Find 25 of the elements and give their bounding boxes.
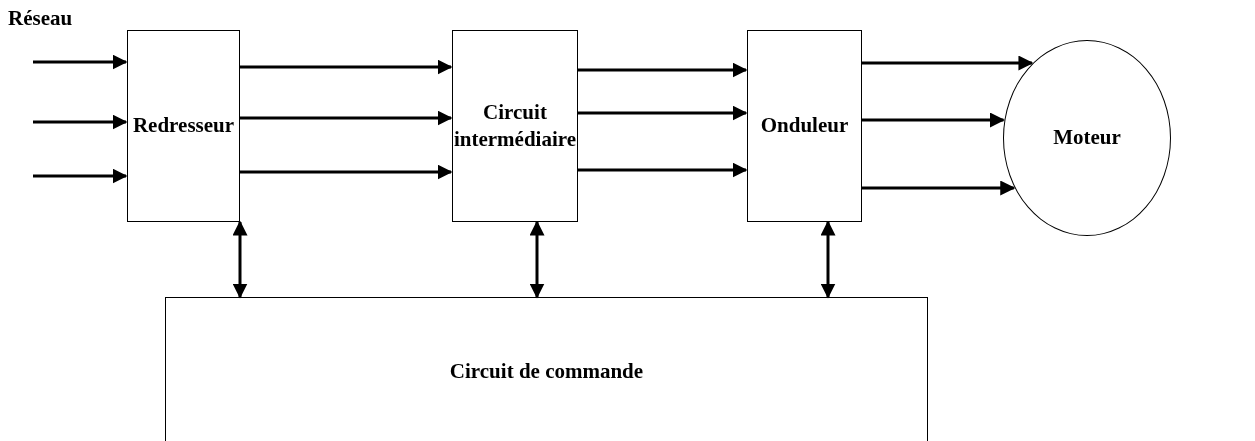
block-label: Redresseur <box>132 112 235 140</box>
input-label: Réseau <box>8 6 73 31</box>
arrow <box>232 220 248 299</box>
arrow <box>33 168 128 184</box>
block-box <box>127 30 240 222</box>
arrow <box>578 162 748 178</box>
arrow <box>578 105 748 121</box>
block-label: Onduleur <box>760 112 849 140</box>
block-label: Moteur <box>1053 124 1121 152</box>
arrow <box>578 62 748 78</box>
block-label: Circuit de commande <box>449 358 644 385</box>
arrow <box>529 220 545 299</box>
arrow <box>240 110 453 126</box>
block-box <box>165 297 928 441</box>
arrow <box>862 112 1005 128</box>
arrow <box>862 180 1016 196</box>
arrow <box>33 54 128 70</box>
block-box <box>747 30 862 222</box>
arrow <box>240 164 453 180</box>
arrow <box>33 114 128 130</box>
arrow <box>240 59 453 75</box>
block-box <box>452 30 578 222</box>
arrow <box>820 220 836 299</box>
block-label: Circuit intermédiaire <box>453 98 577 153</box>
arrow <box>862 55 1034 71</box>
